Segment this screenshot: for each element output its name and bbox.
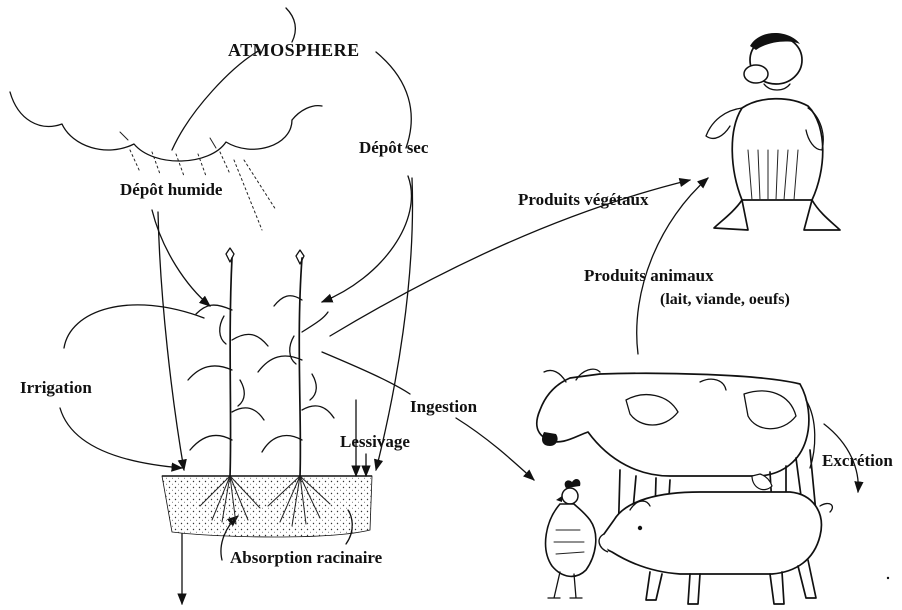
pig-illustration — [599, 492, 832, 604]
cloud — [10, 8, 322, 161]
person-illustration — [706, 33, 840, 230]
label-produits-animaux-detail: (lait, viande, oeufs) — [660, 290, 790, 310]
label-lessivage: Lessivage — [340, 432, 410, 452]
label-atmosphere: ATMOSPHERE — [228, 40, 360, 60]
soil-block — [162, 476, 372, 537]
hen-illustration — [546, 479, 596, 598]
depot-humide-arrows — [152, 210, 210, 470]
label-depot-sec: Dépôt sec — [359, 138, 428, 158]
label-produits-animaux: Produits animaux — [584, 266, 714, 286]
corn-plant-right — [258, 250, 334, 476]
depot-sec-arrows — [172, 50, 413, 470]
speck-mark — [887, 577, 889, 579]
label-produits-vegetaux: Produits végétaux — [518, 190, 649, 210]
label-excretion: Excrétion — [822, 451, 893, 471]
label-depot-humide: Dépôt humide — [120, 180, 222, 200]
label-ingestion: Ingestion — [410, 397, 477, 417]
label-absorption-racinaire: Absorption racinaire — [230, 548, 382, 568]
corn-plant-left — [188, 248, 268, 476]
label-irrigation: Irrigation — [20, 378, 92, 398]
